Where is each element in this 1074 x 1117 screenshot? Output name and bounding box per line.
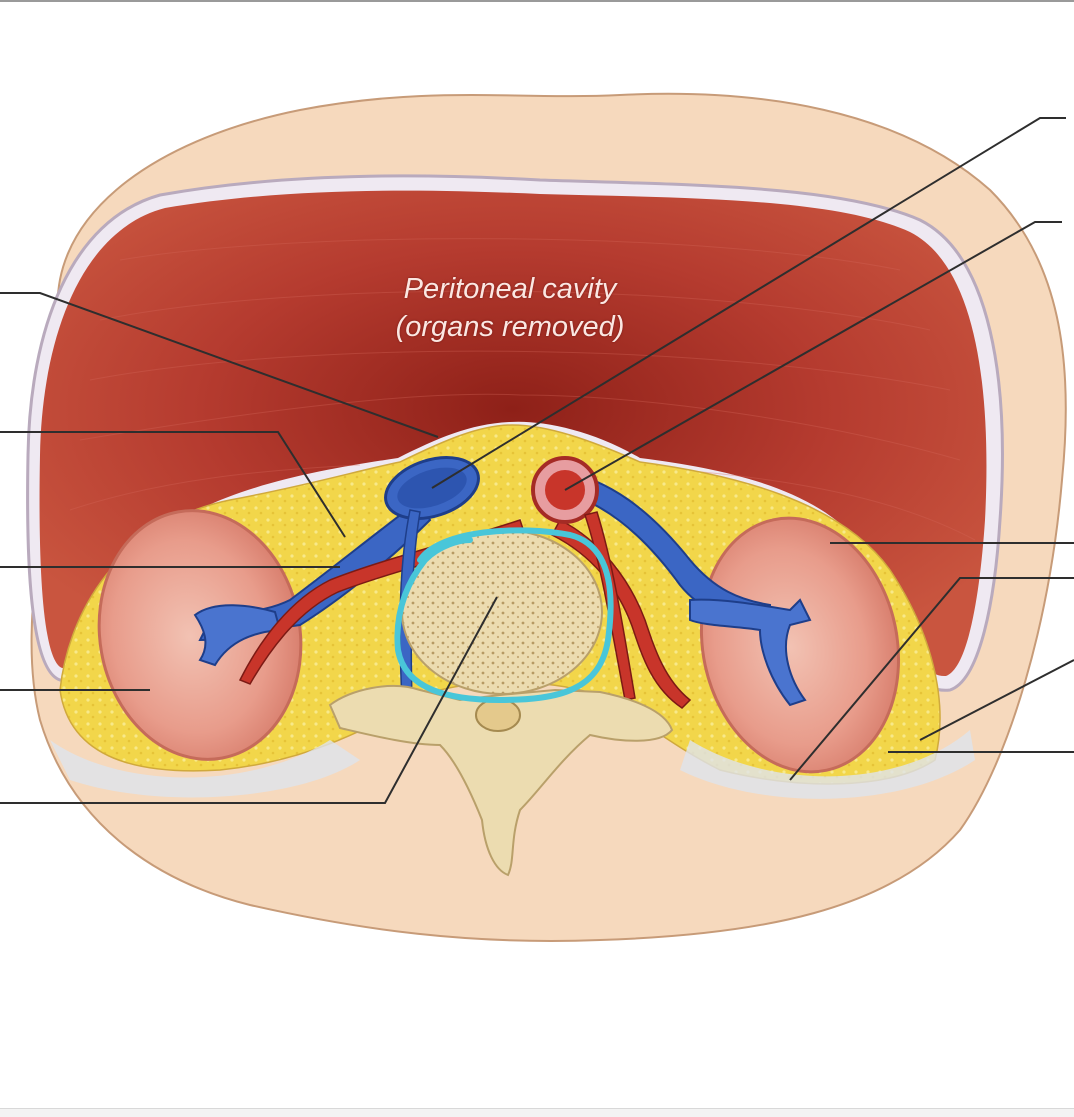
- vertebral-body-highlight: [394, 527, 614, 703]
- leader-line-left-2: [0, 431, 346, 538]
- muscle-fibers: [69, 238, 976, 541]
- bottom-border: [0, 1108, 1074, 1117]
- spinal-canal: [475, 698, 521, 732]
- leader-lines: [0, 117, 1074, 804]
- cavity-label-line2: (organs removed): [395, 311, 625, 343]
- leader-line-right-2: [564, 221, 1062, 491]
- leader-line-right-1: [431, 117, 1066, 489]
- posterior-wall-fascia: [50, 740, 360, 798]
- leader-line-right-5: [919, 659, 1074, 741]
- vertebral-processes: [328, 684, 674, 877]
- leader-line-left-5: [0, 596, 498, 804]
- leader-line-right-4: [789, 577, 1074, 781]
- peritoneal-cavity-label: Peritoneal cavity (organs removed): [330, 270, 690, 346]
- posterior-wall-fascia-right: [680, 730, 975, 799]
- top-border: [0, 0, 1074, 2]
- peritoneal-cavity: [39, 190, 987, 677]
- leader-line-left-1: [0, 292, 439, 438]
- left-renal-pelvis: [193, 604, 282, 667]
- cavity-label-line1: Peritoneal cavity: [403, 273, 617, 305]
- right-renal-pelvis: [689, 598, 812, 707]
- vertebra: [328, 529, 674, 877]
